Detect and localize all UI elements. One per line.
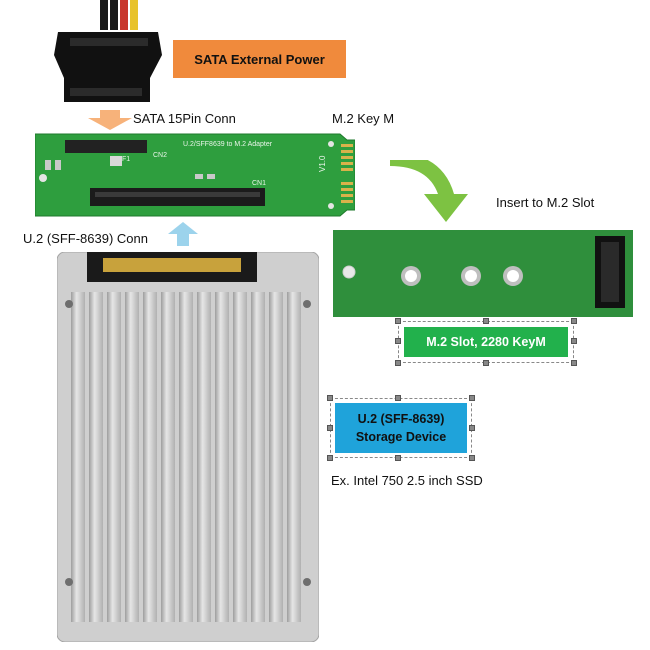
example-ssd-label: Ex. Intel 750 2.5 inch SSD [331,473,483,488]
m2-slot-label: M.2 Slot, 2280 KeyM [404,327,568,357]
adapter-pcb [35,130,355,220]
curved-arrow-green-icon [390,160,470,222]
adapter-f1: F1 [122,156,131,163]
sata-15pin-conn-label: SATA 15Pin Conn [133,111,236,126]
adapter-version: V1.0 [318,155,327,172]
u2-conn-label: U.2 (SFF-8639) Conn [23,231,148,246]
u2-storage-device-label: U.2 (SFF-8639) Storage Device [335,403,467,453]
adapter-title: U.2/SFF8639 to M.2 Adapter [183,141,273,148]
u2-storage-line1: U.2 (SFF-8639) [357,412,445,426]
arrow-down-orange-icon [88,110,132,130]
adapter-cn1: CN1 [252,180,267,187]
adapter-cn2: CN2 [153,152,168,159]
u2-ssd-device [57,252,319,642]
sata-external-power-label: SATA External Power [173,40,346,78]
u2-storage-line2: Storage Device [355,430,447,444]
u2-storage-selection-frame [327,395,475,461]
m2-slot-selection-frame [395,318,577,366]
m2-slot-board [333,230,633,317]
arrow-up-blue-icon [168,222,198,246]
m2-key-m-label: M.2 Key M [332,111,395,126]
insert-to-m2-slot-label: Insert to M.2 Slot [496,195,595,210]
sata-power-cable [40,0,180,110]
